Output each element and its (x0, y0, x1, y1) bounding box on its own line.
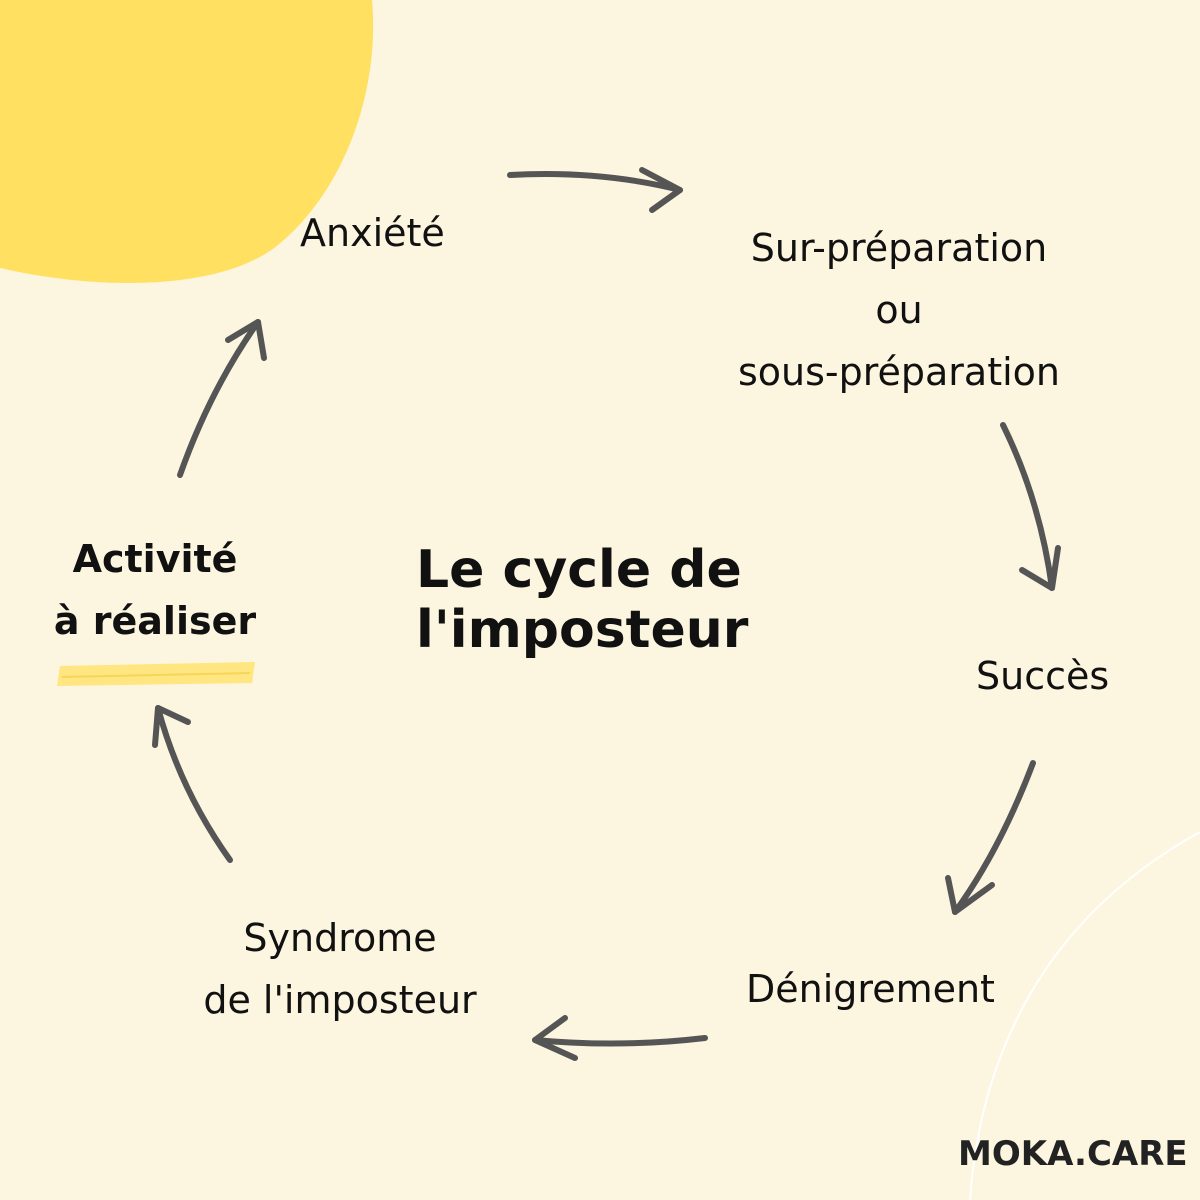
diagram-title-line2: l'imposteur (416, 600, 749, 660)
node-success-label: Succès (976, 654, 1110, 698)
node-anxiety: Anxiété (300, 202, 445, 264)
brand-logo-text: MOKA.CARE (958, 1134, 1188, 1174)
highlight-underline (57, 662, 255, 686)
node-syndrome: Syndrome de l'imposteur (190, 907, 490, 1031)
arrow-anxiety-to-preparation (507, 167, 683, 213)
arrow-denigration-to-syndrome (532, 1015, 708, 1061)
node-activity: Activité à réaliser (50, 528, 260, 652)
arrow-preparation-to-success (1000, 422, 1061, 591)
node-syndrome-line2: de l'imposteur (203, 978, 477, 1022)
node-preparation-line1: Sur-préparation (750, 226, 1048, 270)
node-success: Succès (976, 645, 1109, 707)
node-activity-line2: à réaliser (53, 599, 257, 643)
node-preparation: Sur-préparation ou sous-préparation (722, 217, 1076, 403)
arrow-success-to-denigration (945, 760, 1036, 915)
diagram-title: Le cycle de l'imposteur (416, 540, 748, 660)
arrow-activity-to-anxiety (177, 319, 267, 478)
decorative-curve (969, 831, 1200, 1200)
arrow-syndrome-to-activity (152, 705, 233, 863)
node-preparation-line2: ou (875, 288, 923, 332)
node-denigration-label: Dénigrement (746, 967, 995, 1011)
node-preparation-line3: sous-préparation (737, 350, 1061, 394)
diagram-title-line1: Le cycle de (416, 540, 742, 600)
yellow-blob (0, 0, 374, 283)
node-denigration: Dénigrement (746, 958, 995, 1020)
node-activity-line1: Activité (72, 537, 238, 581)
node-anxiety-label: Anxiété (300, 211, 445, 255)
node-syndrome-line1: Syndrome (243, 916, 437, 960)
